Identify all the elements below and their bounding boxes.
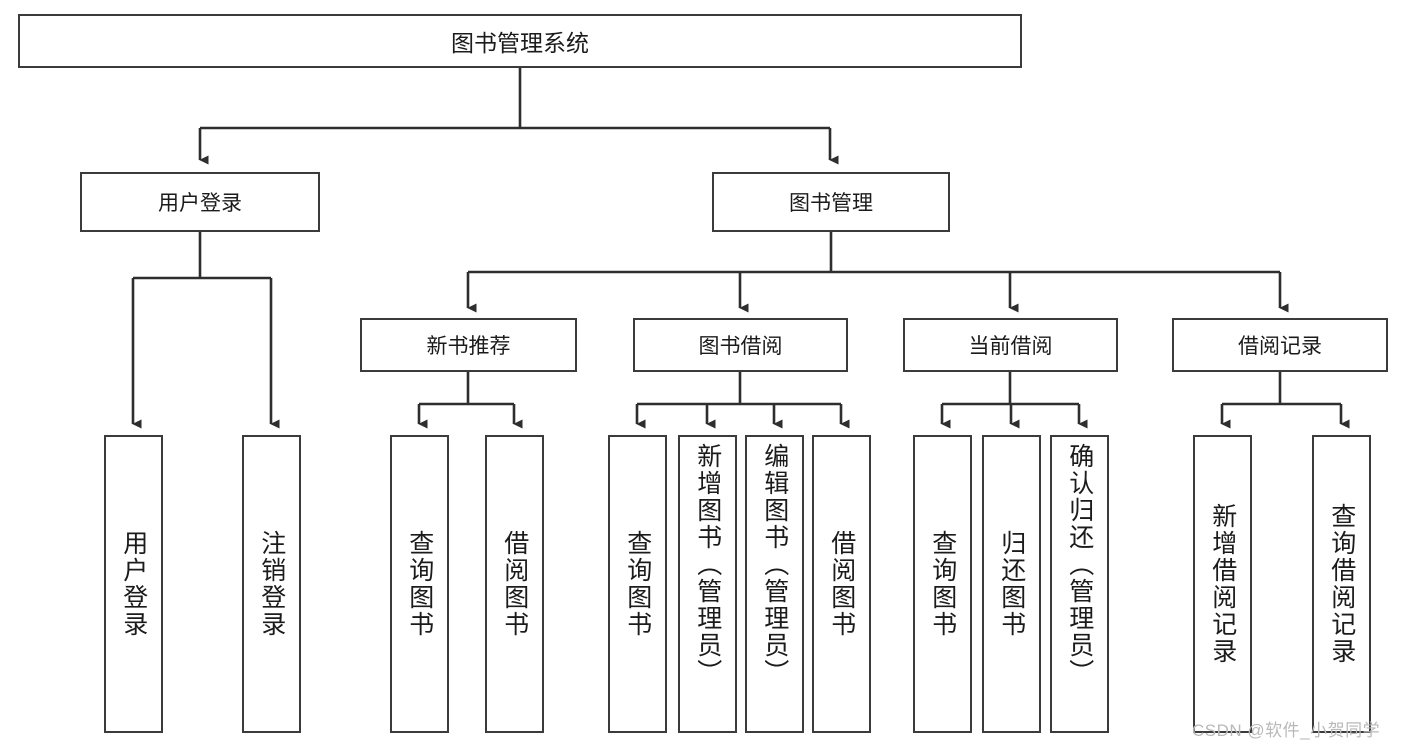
leaf-edit-book-admin[interactable]: 编辑图书（管理员） [745, 435, 804, 733]
leaf-query-book-current-label: 查询图书 [928, 530, 957, 638]
watermark: CSDN @软件_小贺同学 [1192, 721, 1381, 740]
leaf-query-book-borrow[interactable]: 查询图书 [608, 435, 667, 733]
leaf-return-book-label: 归还图书 [997, 530, 1026, 638]
leaf-query-book-recommend-label: 查询图书 [405, 530, 434, 638]
leaf-confirm-return-admin[interactable]: 确认归还（管理员） [1050, 435, 1109, 733]
leaf-edit-book-admin-label: 编辑图书（管理员） [760, 443, 789, 686]
leaf-borrow-book-label: 借阅图书 [827, 530, 856, 638]
leaf-add-borrow-record[interactable]: 新增借阅记录 [1193, 435, 1252, 733]
leaf-query-book-current[interactable]: 查询图书 [913, 435, 972, 733]
node-book-borrow[interactable]: 图书借阅 [633, 318, 848, 372]
node-root-label: 图书管理系统 [451, 30, 589, 56]
node-new-book-recommend[interactable]: 新书推荐 [360, 318, 577, 372]
leaf-borrow-book[interactable]: 借阅图书 [812, 435, 871, 733]
leaf-borrow-book-recommend[interactable]: 借阅图书 [485, 435, 544, 733]
leaf-user-login[interactable]: 用户登录 [104, 435, 163, 733]
leaf-confirm-return-admin-label: 确认归还（管理员） [1065, 443, 1094, 686]
leaf-query-book-recommend[interactable]: 查询图书 [390, 435, 449, 733]
leaf-query-borrow-record-label: 查询借阅记录 [1327, 503, 1356, 665]
leaf-add-book-admin[interactable]: 新增图书（管理员） [678, 435, 737, 733]
node-user-login-label: 用户登录 [158, 192, 242, 215]
node-user-login[interactable]: 用户登录 [80, 172, 320, 232]
leaf-logout[interactable]: 注销登录 [242, 435, 301, 733]
node-root[interactable]: 图书管理系统 [18, 14, 1022, 68]
node-current-borrow[interactable]: 当前借阅 [903, 318, 1118, 372]
node-borrow-record-label: 借阅记录 [1238, 335, 1322, 358]
leaf-add-book-admin-label: 新增图书（管理员） [693, 443, 722, 686]
node-borrow-record[interactable]: 借阅记录 [1172, 318, 1388, 372]
node-book-management[interactable]: 图书管理 [712, 172, 950, 232]
node-current-borrow-label: 当前借阅 [968, 335, 1053, 358]
leaf-query-borrow-record[interactable]: 查询借阅记录 [1312, 435, 1371, 733]
node-new-book-recommend-label: 新书推荐 [426, 335, 511, 358]
leaf-add-borrow-record-label: 新增借阅记录 [1208, 503, 1237, 665]
node-book-borrow-label: 图书借阅 [698, 335, 783, 358]
leaf-logout-label: 注销登录 [257, 530, 286, 638]
leaf-user-login-label: 用户登录 [119, 530, 148, 638]
leaf-return-book[interactable]: 归还图书 [982, 435, 1041, 733]
leaf-query-book-borrow-label: 查询图书 [623, 530, 652, 638]
node-book-management-label: 图书管理 [789, 192, 873, 215]
leaf-borrow-book-recommend-label: 借阅图书 [500, 530, 529, 638]
